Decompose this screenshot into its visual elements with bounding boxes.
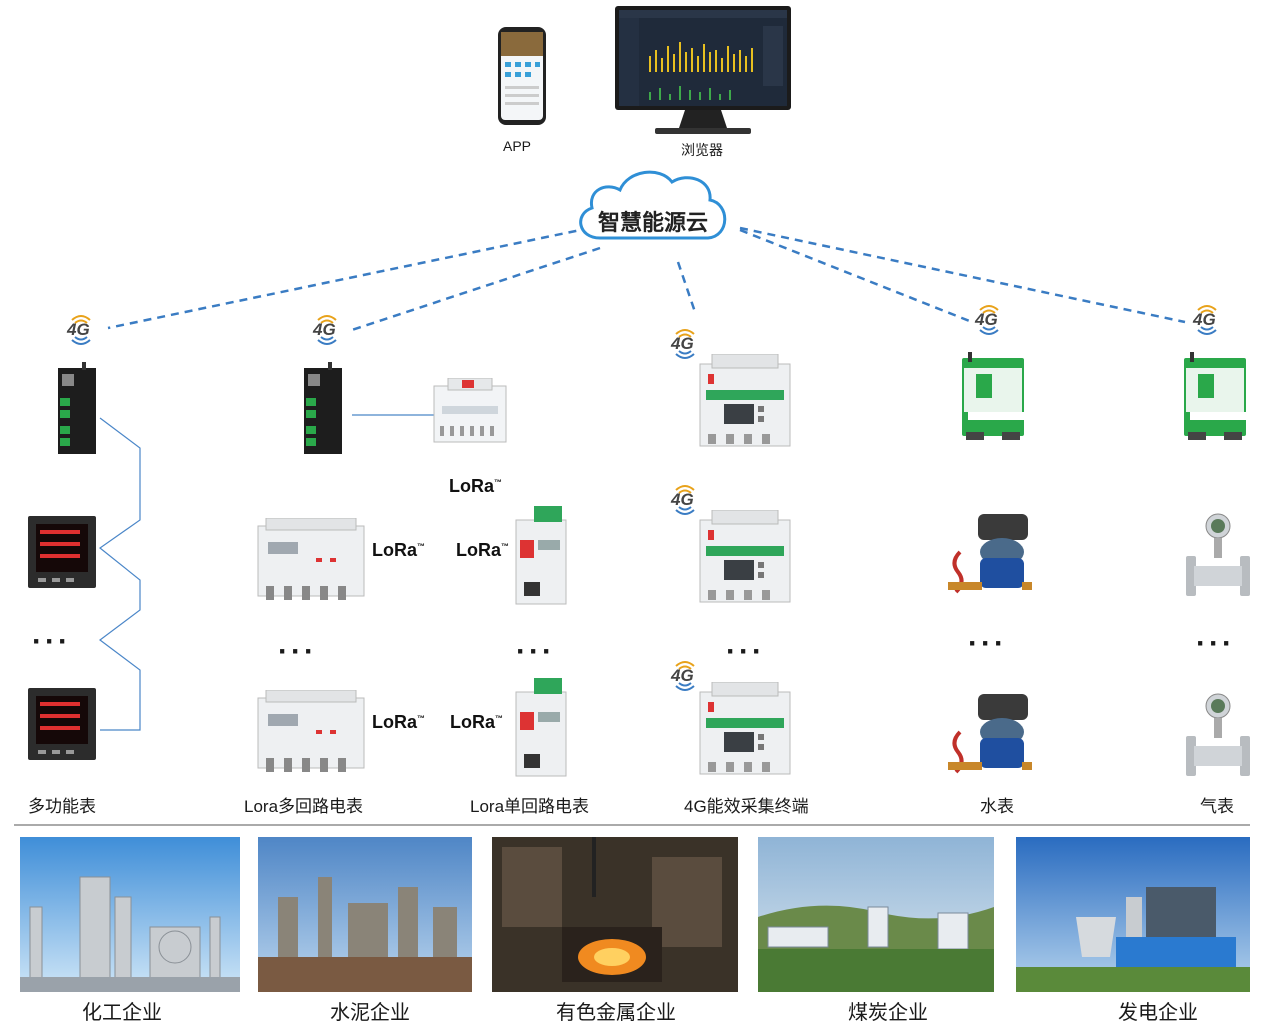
industry-photo-cement bbox=[258, 837, 472, 992]
ellipsis-col3: ··· bbox=[516, 635, 555, 668]
fourg-badge-water-gateway: 4G bbox=[972, 300, 1006, 336]
fourg-badge-terminal3: 4G bbox=[668, 656, 702, 692]
fourg-badge-gateway1: 4G bbox=[64, 310, 98, 346]
fourg-badge-terminal1: 4G bbox=[668, 324, 702, 360]
water-meter-1 bbox=[948, 512, 1032, 598]
industry-label-chemical: 化工企业 bbox=[82, 1002, 162, 1024]
lora-badge-multi1: LoRa™ bbox=[372, 540, 425, 560]
lora-receiver-module bbox=[432, 377, 508, 444]
gas-gateway bbox=[1184, 352, 1246, 444]
lora-multicircuit-meter-1 bbox=[256, 517, 366, 604]
fourg-badge-terminal2: 4G bbox=[668, 480, 702, 516]
ellipsis-col6: ··· bbox=[1196, 627, 1235, 660]
phone-device bbox=[497, 26, 547, 126]
industry-label-nonferrous: 有色金属企业 bbox=[556, 1002, 676, 1024]
ellipsis-col4: ··· bbox=[726, 635, 765, 668]
app-label: APP bbox=[502, 138, 531, 154]
industry-photo-chemical bbox=[20, 837, 240, 992]
water-meter-2 bbox=[948, 692, 1032, 778]
label-lora-multicircuit: Lora多回路电表 bbox=[244, 797, 364, 816]
label-multifunction-meter: 多功能表 bbox=[28, 797, 96, 816]
ellipsis-col5: ··· bbox=[968, 627, 1007, 660]
industry-photo-coal bbox=[758, 837, 994, 992]
monitor-device bbox=[615, 6, 791, 136]
lora-single-meter-1 bbox=[512, 506, 570, 606]
browser-label: 浏览器 bbox=[681, 142, 723, 158]
gas-meter-1 bbox=[1184, 512, 1252, 600]
industry-label-coal: 煤炭企业 bbox=[848, 1002, 928, 1024]
gateway-2 bbox=[302, 362, 346, 456]
fourg-terminal-1 bbox=[698, 353, 792, 450]
fourg-badge-gateway2: 4G bbox=[310, 310, 344, 346]
lora-badge-single1: LoRa™ bbox=[456, 540, 509, 560]
fourg-terminal-3 bbox=[698, 681, 792, 778]
lora-badge-single2: LoRa™ bbox=[450, 712, 503, 732]
lora-badge-module: LoRa™ bbox=[449, 476, 502, 496]
fourg-terminal-2 bbox=[698, 509, 792, 606]
cloud-label: 智慧能源云 bbox=[598, 210, 709, 235]
industry-label-cement: 水泥企业 bbox=[330, 1002, 410, 1024]
lora-multicircuit-meter-2 bbox=[256, 689, 366, 776]
industry-photo-power bbox=[1016, 837, 1250, 992]
label-lora-single: Lora单回路电表 bbox=[470, 797, 590, 816]
gateway-1 bbox=[56, 362, 100, 456]
lora-single-meter-2 bbox=[512, 678, 570, 778]
multifunction-meter-1 bbox=[28, 516, 96, 588]
lora-badge-multi2: LoRa™ bbox=[372, 712, 425, 732]
fourg-badge-gas-gateway: 4G bbox=[1190, 300, 1224, 336]
ellipsis-col1: ··· bbox=[32, 625, 71, 658]
label-gas-meter: 气表 bbox=[1200, 797, 1234, 816]
multifunction-meter-2 bbox=[28, 688, 96, 760]
label-water-meter: 水表 bbox=[980, 797, 1014, 816]
label-fourg-terminal: 4G能效采集终端 bbox=[684, 797, 809, 816]
ellipsis-col2: ··· bbox=[278, 635, 317, 668]
water-gateway bbox=[962, 352, 1024, 444]
cloud-shape bbox=[579, 170, 727, 240]
cloud-links bbox=[107, 226, 1186, 332]
industry-label-power: 发电企业 bbox=[1118, 1002, 1198, 1024]
rs485-line bbox=[98, 417, 141, 731]
gas-meter-2 bbox=[1184, 692, 1252, 780]
industry-photo-nonferrous bbox=[492, 837, 738, 992]
